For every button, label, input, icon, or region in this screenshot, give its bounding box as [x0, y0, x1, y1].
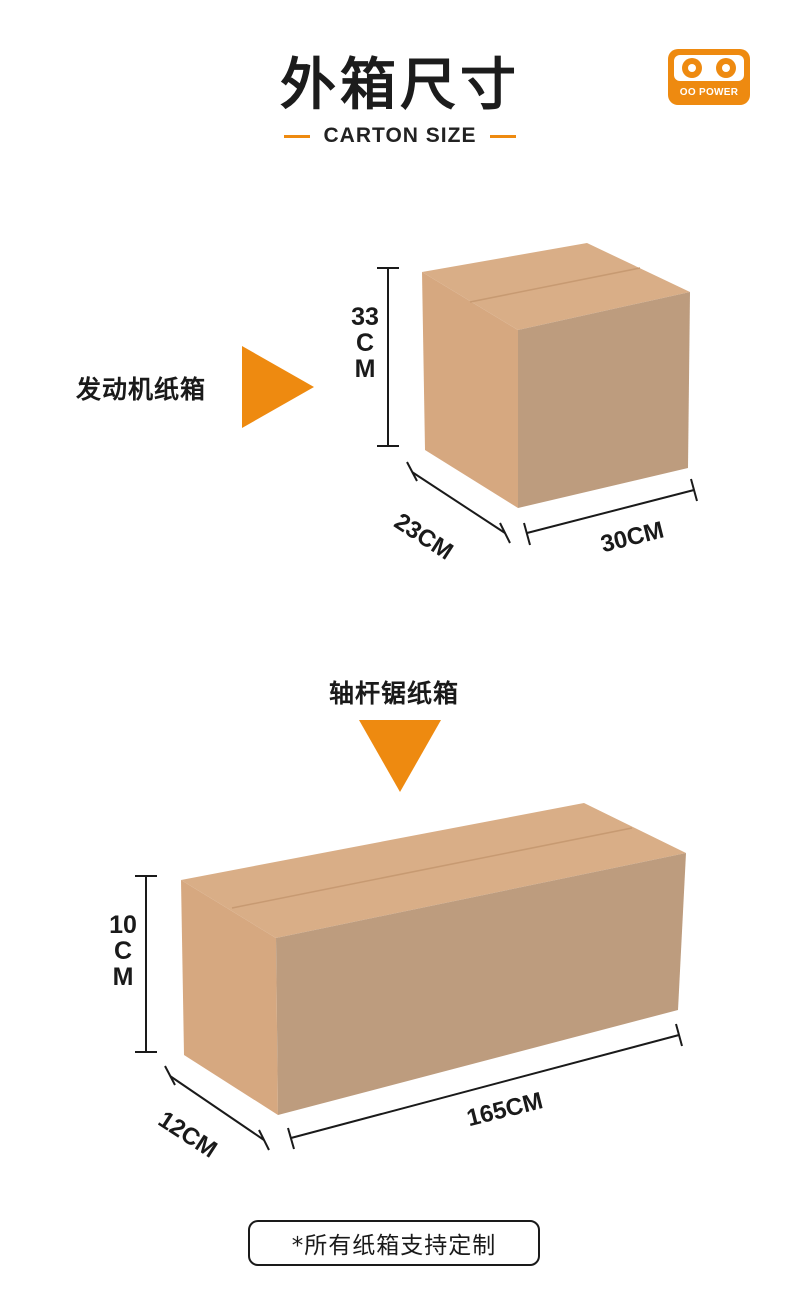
customization-note: *所有纸箱支持定制	[248, 1220, 540, 1266]
subtitle-right-line	[490, 134, 517, 138]
engine-carton-label: 发动机纸箱	[76, 375, 207, 404]
shaft-saw-carton-label: 轴杆锯纸箱	[329, 679, 460, 708]
arrow-down-icon	[359, 720, 441, 792]
box1-side	[422, 272, 518, 508]
subtitle-left-line	[283, 134, 310, 138]
box2-height-marker	[135, 875, 157, 1053]
logo-icon	[668, 49, 750, 105]
box2-width-marker	[287, 1023, 683, 1150]
box1-front	[518, 292, 690, 508]
box1-width-marker	[523, 478, 698, 546]
subtitle-row: CARTON SIZE	[0, 124, 800, 148]
page-subtitle: CARTON SIZE	[323, 124, 477, 147]
box1-height-marker	[377, 267, 399, 447]
box2-depth-marker	[164, 1065, 270, 1151]
box1-height-label: 33CM	[351, 303, 379, 383]
shaft-saw-carton-box	[181, 803, 686, 1115]
logo-text: OO POWER	[679, 87, 739, 98]
brand-logo: OO POWER	[668, 47, 750, 105]
page-title: 外箱尺寸	[280, 53, 520, 118]
box2-height-label: 10CM	[109, 911, 137, 991]
box2-side	[181, 880, 278, 1115]
box1-top	[422, 243, 690, 330]
engine-carton-box	[422, 243, 690, 508]
box1-depth-marker	[406, 461, 511, 544]
arrow-right-icon	[242, 346, 314, 428]
box2-front	[276, 853, 686, 1115]
box2-top	[181, 803, 686, 938]
